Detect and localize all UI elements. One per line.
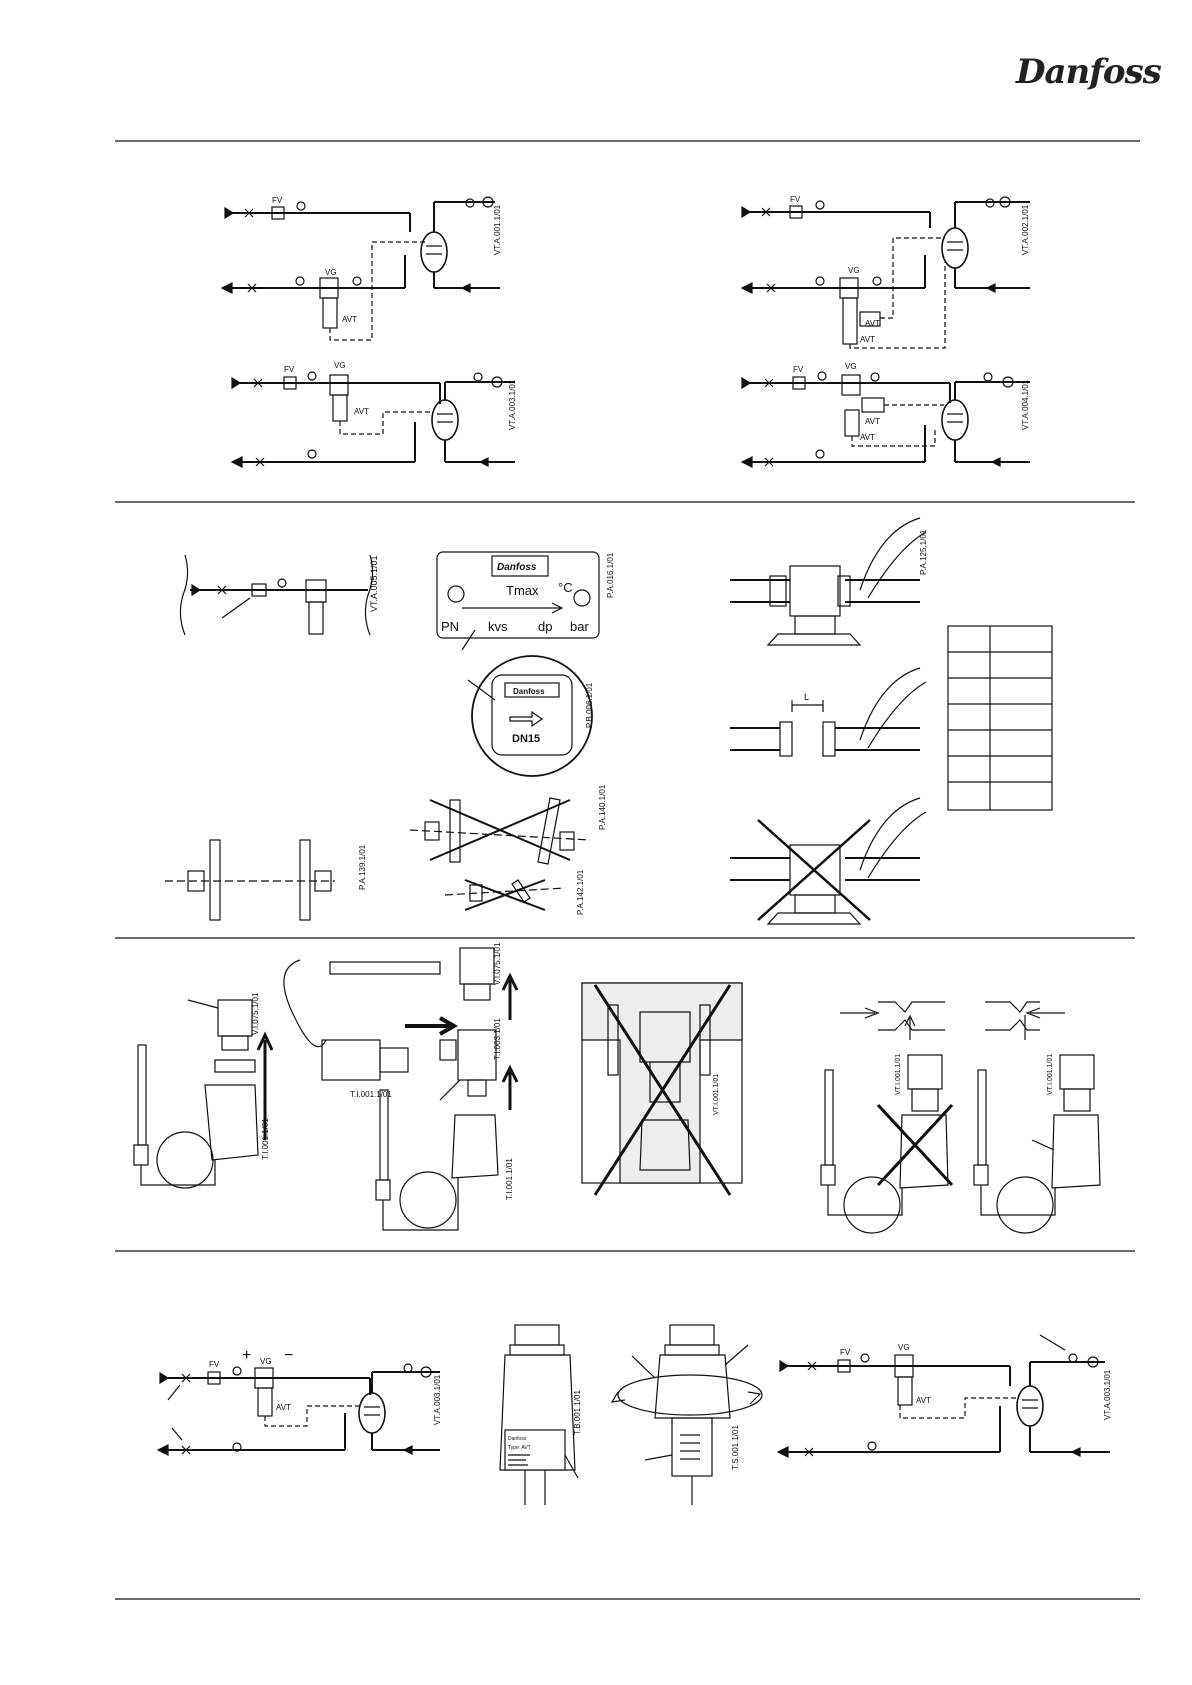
- actuator-orientation-wrong: VT.I.001.1/01: [820, 1054, 954, 1234]
- svg-text:PN: PN: [441, 619, 459, 634]
- svg-text:VT.A.002.1/01: VT.A.002.1/01: [1021, 204, 1030, 255]
- svg-text:FV: FV: [793, 365, 804, 374]
- scheme-2: FV VG AVT AVT VT.A.002.1/01: [740, 195, 1030, 349]
- svg-text:Danfoss: Danfoss: [513, 687, 545, 696]
- rating-plate: Danfoss Tmax °C PN kvs dp bar P.A.016.1/…: [436, 551, 615, 651]
- actuator-setting-rotation: T.S.001.1/01: [610, 1324, 763, 1505]
- danfoss-logo: Danfoss: [1016, 52, 1162, 92]
- length-table: [947, 625, 1053, 811]
- flange-alignment-wrong: P.A.140.1/01 P.A.142.1/01: [409, 784, 607, 915]
- svg-text:AVT: AVT: [860, 433, 875, 442]
- svg-text:VG: VG: [848, 266, 860, 275]
- svg-text:P.B.006.1/01: P.B.006.1/01: [585, 682, 594, 728]
- svg-text:kvs: kvs: [488, 619, 508, 634]
- svg-text:VT.A.003.1/01: VT.A.003.1/01: [433, 1374, 442, 1425]
- svg-text:P.A.140.1/01: P.A.140.1/01: [598, 784, 607, 830]
- svg-text:°C: °C: [558, 580, 573, 595]
- svg-text:VG: VG: [845, 362, 857, 371]
- fv-label: FV: [272, 196, 283, 205]
- svg-text:P.A.142.1/01: P.A.142.1/01: [576, 869, 585, 915]
- svg-text:P.A.125.1/01: P.A.125.1/01: [919, 529, 928, 575]
- svg-text:AVT: AVT: [342, 315, 357, 324]
- actuator-assembly-1: V.I.075.1/01 T.I.001.1/01: [133, 992, 274, 1189]
- svg-text:T.S.001.1/01: T.S.001.1/01: [731, 1425, 740, 1470]
- flange-alignment-correct: P.A.139.1/01: [165, 839, 367, 921]
- svg-text:T.I.001.1/01: T.I.001.1/01: [505, 1158, 514, 1200]
- svg-text:Tmax: Tmax: [506, 583, 539, 598]
- svg-text:VT.I.001.1/01: VT.I.001.1/01: [1047, 1054, 1054, 1095]
- insulation-wrong: VT.I.001.1/01: [581, 982, 743, 1196]
- svg-text:FV: FV: [209, 1360, 220, 1369]
- svg-text:AVT: AVT: [860, 335, 875, 344]
- svg-text:VG: VG: [334, 361, 346, 370]
- scheme-4: FV VG AVT AVT VT.A.004.1/01: [740, 362, 1030, 468]
- svg-text:−: −: [284, 1347, 293, 1364]
- svg-text:FV: FV: [284, 365, 295, 374]
- svg-text:VT.A.004.1/01: VT.A.004.1/01: [1021, 379, 1030, 430]
- svg-text:AVT: AVT: [354, 407, 369, 416]
- svg-text:V.I.075.1/01: V.I.075.1/01: [251, 992, 260, 1035]
- welding-steps: P.A.125.1/01 L: [730, 517, 928, 925]
- svg-text:T.I.001.1/01: T.I.001.1/01: [261, 1118, 270, 1160]
- svg-text:FV: FV: [840, 1348, 851, 1357]
- svg-text:V.I.075.1/01: V.I.075.1/01: [493, 942, 502, 985]
- svg-text:VT.A.005.1/01: VT.A.005.1/01: [369, 555, 379, 612]
- svg-text:L: L: [804, 692, 809, 702]
- svg-text:VT.A.003.1/01: VT.A.003.1/01: [508, 379, 517, 430]
- setting-scheme-left: + − FV VG AVT VT.A.003.1/01: [156, 1347, 442, 1456]
- actuator-assembly-2: V.I.075.1/01 T.I.003.1/01 T.I.001.1/01 T…: [283, 942, 519, 1231]
- drawing-code: VT.A.001.1/01: [493, 204, 502, 255]
- svg-text:P.A.016.1/01: P.A.016.1/01: [606, 552, 615, 598]
- svg-text:DN15: DN15: [512, 733, 540, 745]
- svg-text:T.B.001.1/01: T.B.001.1/01: [573, 1390, 582, 1435]
- svg-text:VG: VG: [325, 268, 337, 277]
- svg-text:P.A.139.1/01: P.A.139.1/01: [358, 844, 367, 890]
- svg-text:AVT: AVT: [276, 1403, 291, 1412]
- svg-text:AVT: AVT: [865, 417, 880, 426]
- svg-text:FV: FV: [790, 195, 801, 204]
- svg-text:Type: AVT: Type: AVT: [508, 1445, 531, 1451]
- scheme-1: FV VG AVT VT.A.001.1/01: [220, 196, 502, 341]
- svg-text:VG: VG: [260, 1357, 272, 1366]
- svg-text:T.I.003.1/01: T.I.003.1/01: [493, 1018, 502, 1060]
- svg-text:AVT: AVT: [916, 1396, 931, 1405]
- svg-text:VG: VG: [898, 1343, 910, 1352]
- mounting-strainer: VT.A.005.1/01: [179, 554, 379, 636]
- svg-text:Danfoss: Danfoss: [508, 1436, 527, 1442]
- svg-text:T.I.001.1/01: T.I.001.1/01: [350, 1090, 392, 1099]
- svg-text:VT.I.001.1/01: VT.I.001.1/01: [895, 1054, 902, 1095]
- svg-text:VT.I.001.1/01: VT.I.001.1/01: [713, 1074, 720, 1115]
- svg-text:VT.A.003.1/01: VT.A.003.1/01: [1103, 1369, 1112, 1420]
- actuator-label-view: Danfoss Type: AVT T.B.001.1/01: [499, 1324, 582, 1505]
- svg-text:+: +: [242, 1347, 251, 1364]
- actuator-orientation-correct: VT.I.001.1/01: [973, 1054, 1101, 1234]
- flow-direction-options: [840, 1001, 1065, 1040]
- setting-scheme-right: FV VG AVT VT.A.003.1/01: [776, 1334, 1112, 1458]
- scheme-3: FV VG AVT VT.A.003.1/01: [230, 361, 517, 468]
- flow-arrow-detail: Danfoss DN15 P.B.006.1/01: [467, 655, 594, 777]
- svg-text:AVT: AVT: [865, 319, 880, 328]
- svg-text:dp: dp: [538, 619, 552, 634]
- svg-text:bar: bar: [570, 619, 589, 634]
- svg-text:Danfoss: Danfoss: [497, 562, 537, 573]
